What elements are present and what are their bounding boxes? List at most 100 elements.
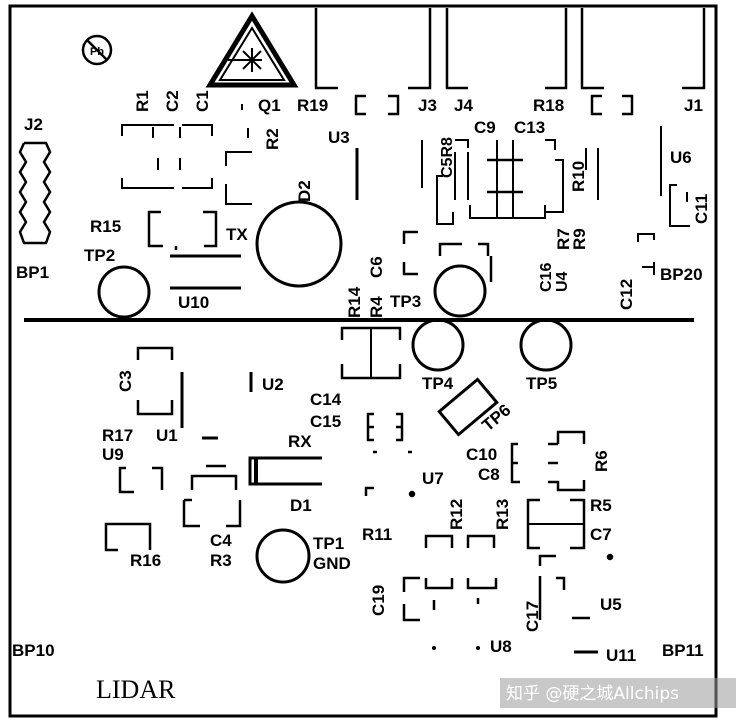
label-tx: TX	[226, 225, 248, 244]
footprint-c5r8-c9-c13-r10	[421, 126, 662, 225]
label-c10: C10	[466, 445, 497, 464]
label-r15: R15	[90, 217, 121, 236]
label-j4: J4	[454, 96, 473, 115]
footprint-r5-c7	[526, 498, 614, 561]
label-c7: C7	[590, 525, 612, 544]
label-u2: U2	[262, 375, 284, 394]
label-c11: C11	[692, 194, 711, 224]
label-c4: C4	[210, 531, 232, 550]
label-j1: J1	[684, 96, 703, 115]
label-u9: U9	[102, 445, 124, 464]
label-c14: C14	[310, 390, 342, 409]
u8-outline	[432, 646, 480, 650]
label-u7: U7	[422, 469, 444, 488]
label-rx: RX	[288, 432, 312, 451]
silkscreen-labels: R1 C2 C1 Q1 R2 R19 J3 J4 R18 J1 J2 U3 C5…	[12, 90, 711, 665]
label-tp4: TP4	[422, 374, 454, 393]
label-c16: C16	[538, 263, 555, 292]
label-c9: C9	[474, 118, 496, 137]
label-u1: U1	[156, 426, 178, 445]
label-tp1: TP1	[313, 534, 344, 553]
label-r5: R5	[590, 496, 612, 515]
label-u6: U6	[670, 148, 692, 167]
label-r1: R1	[133, 90, 152, 112]
label-bp1: BP1	[16, 263, 49, 282]
footprint-c11	[669, 184, 690, 227]
footprint-c17	[538, 554, 590, 620]
footprint-u9	[118, 466, 164, 494]
footprint-c10-c8-r6	[510, 430, 586, 492]
label-bp20: BP20	[660, 265, 703, 284]
u7-outline	[364, 450, 416, 498]
label-u8: U8	[490, 637, 512, 656]
pb-free-icon: Pb	[81, 34, 113, 66]
label-bp10: BP10	[12, 641, 55, 660]
connector-j2-outline	[18, 141, 52, 245]
watermark-backdrop	[500, 678, 736, 708]
laser-warning-icon	[205, 11, 299, 88]
label-tp3: TP3	[390, 292, 421, 311]
d1-outline	[248, 456, 322, 486]
footprint-c6-r14	[402, 230, 493, 282]
footprint-r2	[225, 128, 252, 205]
footprint-c19	[402, 576, 498, 622]
connector-j4-outline	[445, 8, 568, 90]
label-u10: U10	[178, 293, 209, 312]
u10-outline	[170, 254, 241, 290]
label-tp5: TP5	[526, 374, 557, 393]
label-d2: D2	[295, 180, 314, 202]
label-d1: D1	[290, 496, 312, 515]
label-r4: R4	[367, 296, 386, 318]
footprint-c14-c15	[366, 412, 404, 442]
footprint-r19	[354, 94, 400, 116]
footprint-c3	[136, 346, 184, 428]
label-r19: R19	[297, 96, 328, 115]
footprint-r14-r4	[340, 326, 402, 380]
label-u4: U4	[554, 271, 571, 292]
watermark-text: 知乎 @硬之城Allchips	[506, 684, 679, 704]
label-j2: J2	[24, 115, 43, 134]
footprint-r12-r13	[424, 534, 496, 548]
label-c15: C15	[310, 412, 341, 431]
label-u5: U5	[600, 595, 622, 614]
tp3-pad	[433, 264, 487, 318]
footprint-r15	[147, 210, 218, 250]
label-j3: J3	[418, 96, 437, 115]
label-c2: C2	[163, 90, 182, 112]
connector-j1-outline	[580, 8, 706, 90]
label-r16: R16	[130, 551, 161, 570]
label-bp11: BP11	[662, 641, 704, 660]
board-title: LIDAR	[96, 675, 176, 704]
label-r14: R14	[345, 286, 364, 318]
label-r10: R10	[569, 161, 588, 192]
label-r9: R9	[570, 228, 589, 250]
label-r6: R6	[592, 450, 611, 472]
label-r18: R18	[533, 96, 564, 115]
label-tp2: TP2	[84, 246, 115, 265]
pb-free-text: Pb	[90, 46, 104, 58]
label-u11: U11	[606, 646, 636, 665]
footprint-r1-c2-c1	[121, 104, 243, 189]
footprint-r18	[590, 94, 634, 116]
label-r13: R13	[493, 499, 512, 530]
footprint-r16	[104, 522, 152, 552]
label-q1: Q1	[258, 96, 281, 115]
tp1-pad	[255, 528, 311, 584]
d2-outline	[255, 200, 343, 288]
label-r3: R3	[210, 551, 232, 570]
label-c12: C12	[617, 279, 636, 310]
label-c8: C8	[478, 465, 500, 484]
label-r7: R7	[554, 228, 573, 250]
tp2-pad	[97, 265, 151, 319]
label-r11: R11	[362, 525, 392, 544]
label-c19: C19	[369, 585, 388, 616]
connector-j3-outline	[314, 8, 432, 90]
label-c13: C13	[514, 118, 545, 137]
footprint-c4-r3	[182, 464, 242, 528]
tp6-pad	[437, 377, 499, 437]
label-r2: R2	[263, 128, 282, 150]
label-gnd: GND	[313, 554, 351, 573]
label-c1: C1	[193, 90, 212, 112]
label-c6: C6	[367, 256, 386, 278]
